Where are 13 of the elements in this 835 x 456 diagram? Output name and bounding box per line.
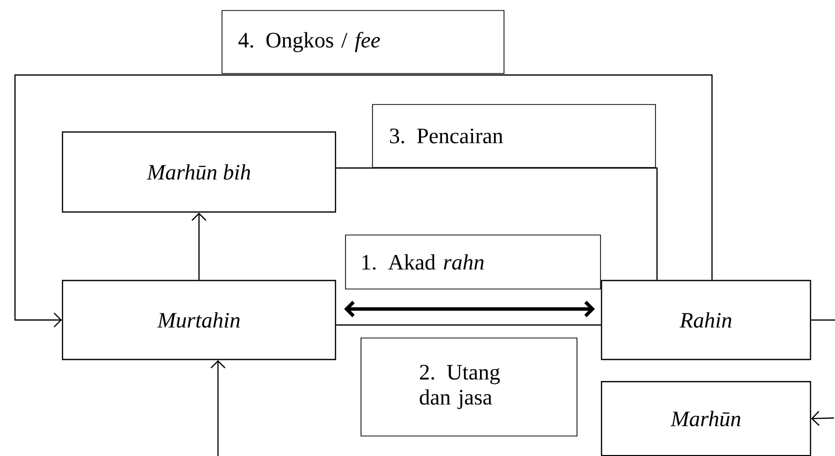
- edge-label: 4. Ongkos / fee: [222, 10, 504, 74]
- person-box: Marhūn: [600, 381, 812, 456]
- edge-label: 1. Akad rahn: [345, 234, 601, 290]
- arrow: [192, 212, 206, 280]
- edge-label: 2. Utang dan jasa: [360, 338, 578, 436]
- arrow: [14, 74, 713, 328]
- person-box: Rahin: [600, 280, 812, 360]
- person-box: Marhūn bih: [62, 131, 336, 213]
- arrow: [344, 300, 595, 318]
- edge-label: 3. Pencairan: [372, 104, 656, 168]
- person-box: Murtahin: [62, 280, 336, 360]
- arrow: [210, 360, 226, 456]
- arrow: [811, 411, 834, 426]
